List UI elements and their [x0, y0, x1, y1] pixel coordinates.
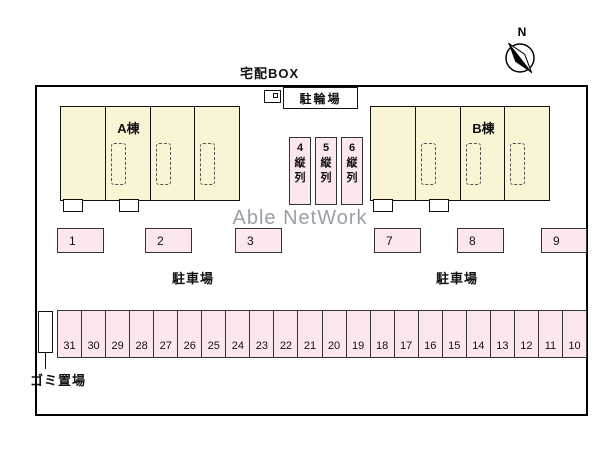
- parking-space-8: 8: [457, 228, 504, 253]
- stairs-dashed-outline: [510, 143, 526, 185]
- space-number: 4: [296, 142, 304, 154]
- entrance-porch: [373, 199, 393, 212]
- delivery-box-label: 宅配BOX: [240, 66, 300, 81]
- parking-space-26: 26: [177, 310, 203, 358]
- parking-area-label-right: 駐車場: [435, 271, 478, 286]
- building-a-unit-4: [194, 107, 239, 200]
- parking-space-25: 25: [201, 310, 227, 358]
- bicycle-parking-area: 駐輪場: [283, 87, 358, 109]
- parking-space-7: 7: [374, 228, 421, 253]
- garbage-area-label: ゴミ置場: [30, 373, 87, 388]
- parking-space-16: 16: [417, 310, 443, 358]
- parking-space-15: 15: [441, 310, 467, 358]
- parking-space-23: 23: [249, 310, 275, 358]
- building-b-unit-1: [371, 107, 415, 200]
- building-a-unit-2: [104, 107, 150, 200]
- parking-space-13: 13: [489, 310, 515, 358]
- building-b-label: B棟: [472, 121, 495, 136]
- building-a-label: A棟: [117, 121, 140, 136]
- tandem-label: 縦列: [320, 157, 332, 184]
- parking-space-18: 18: [369, 310, 395, 358]
- parking-space-31: 31: [57, 310, 83, 358]
- parking-space-21: 21: [297, 310, 323, 358]
- parking-space-27: 27: [153, 310, 179, 358]
- parking-space-9: 9: [541, 228, 587, 253]
- parking-space-3: 3: [235, 228, 282, 253]
- parking-space-4: 4 縦列: [289, 137, 311, 205]
- site-boundary: [35, 85, 588, 416]
- stairs-dashed-outline: [200, 143, 216, 185]
- garbage-leader-line: [45, 353, 46, 369]
- compass-n-label: N: [518, 25, 527, 39]
- tandem-label: 縦列: [294, 157, 306, 184]
- entrance-porch: [429, 199, 449, 212]
- bicycle-parking-label: 駐輪場: [299, 91, 342, 106]
- parking-space-10: 10: [561, 310, 588, 358]
- stairs-dashed-outline: [465, 143, 481, 185]
- delivery-box-door: [273, 93, 278, 98]
- parking-space-24: 24: [225, 310, 251, 358]
- space-number: 6: [348, 142, 356, 154]
- building-a: A棟: [60, 106, 240, 201]
- parking-space-17: 17: [393, 310, 419, 358]
- watermark: Able NetWork: [232, 207, 368, 229]
- building-a-unit-1: [61, 107, 105, 200]
- parking-row-bottom: 31 30 29 28 27 26 25 24 23 22 21 20 19 1…: [57, 310, 588, 358]
- parking-space-28: 28: [129, 310, 155, 358]
- parking-space-1: 1: [57, 228, 104, 253]
- parking-space-30: 30: [81, 310, 107, 358]
- parking-space-19: 19: [345, 310, 371, 358]
- parking-space-29: 29: [105, 310, 131, 358]
- parking-space-12: 12: [513, 310, 539, 358]
- parking-space-20: 20: [321, 310, 347, 358]
- parking-space-2: 2: [145, 228, 192, 253]
- building-b: B棟: [370, 106, 550, 201]
- stairs-dashed-outline: [420, 143, 436, 185]
- entrance-porch: [63, 199, 83, 212]
- entrance-porch: [119, 199, 139, 212]
- parking-space-22: 22: [273, 310, 299, 358]
- parking-area-label-left: 駐車場: [171, 271, 214, 286]
- compass-north-icon: N: [498, 24, 542, 85]
- tandem-label: 縦列: [346, 157, 358, 184]
- parking-space-5: 5 縦列: [315, 137, 337, 205]
- delivery-box-symbol: [264, 90, 281, 103]
- garbage-area-box: [38, 311, 53, 353]
- parking-space-11: 11: [537, 310, 563, 358]
- building-b-unit-3: [459, 107, 505, 200]
- stairs-dashed-outline: [155, 143, 171, 185]
- building-a-unit-3: [149, 107, 195, 200]
- building-b-unit-2: [414, 107, 460, 200]
- parking-space-14: 14: [465, 310, 491, 358]
- stairs-dashed-outline: [110, 143, 126, 185]
- space-number: 5: [322, 142, 330, 154]
- building-b-unit-4: [504, 107, 549, 200]
- parking-space-6: 6 縦列: [341, 137, 363, 205]
